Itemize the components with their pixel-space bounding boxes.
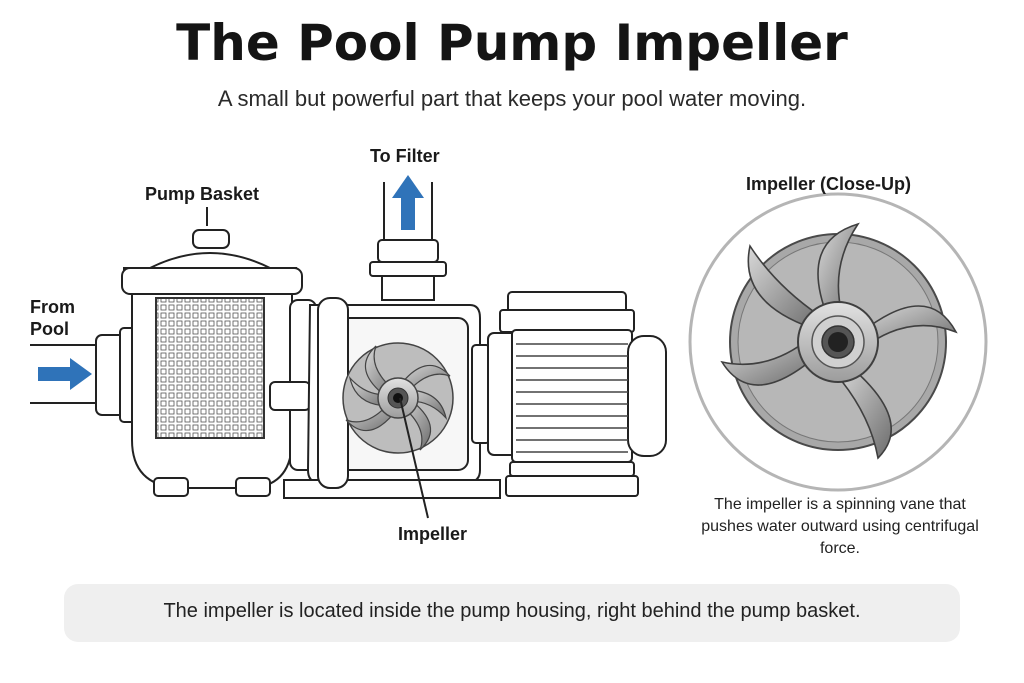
inflow-arrow <box>38 358 92 390</box>
page-title: The Pool Pump Impeller <box>176 14 848 72</box>
pump-basket <box>121 229 303 497</box>
from-pool-label: From Pool <box>30 297 75 339</box>
closeup-label: Impeller (Close-Up) <box>746 174 912 194</box>
to-filter-label: To Filter <box>370 146 440 166</box>
motor-fins <box>516 343 628 453</box>
outflow-arrow <box>392 175 424 230</box>
impeller-leader <box>399 397 429 519</box>
note-text: The impeller is located inside the pump … <box>163 600 861 622</box>
impeller-label: Impeller <box>398 524 468 544</box>
motor <box>471 291 667 497</box>
note-box <box>64 584 960 642</box>
pump-basket-label: Pump Basket <box>145 184 260 204</box>
page-subtitle: A small but powerful part that keeps you… <box>217 86 807 111</box>
closeup-caption: The impeller is a spinning vane that pus… <box>701 496 979 557</box>
impeller-closeup <box>720 222 958 460</box>
impeller-in-housing <box>342 342 454 454</box>
outlet-pipe <box>369 182 447 301</box>
